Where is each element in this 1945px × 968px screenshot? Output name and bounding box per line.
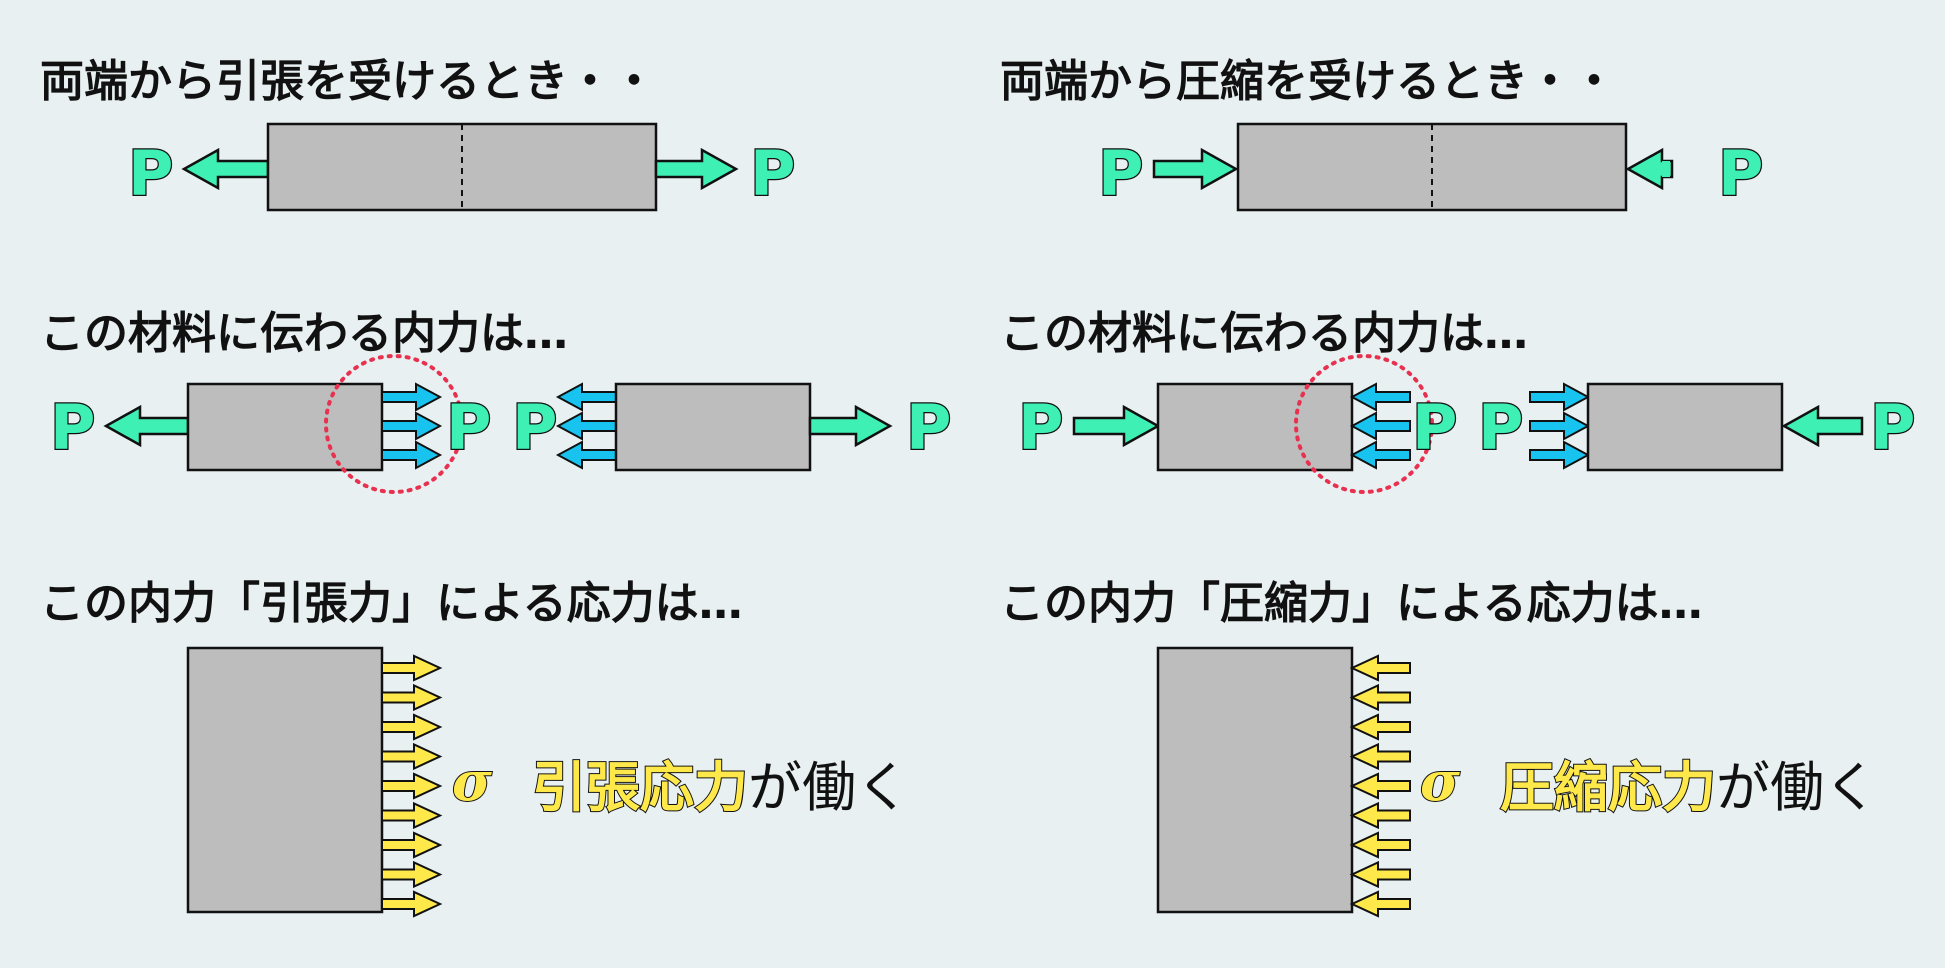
internal-arrow	[1349, 382, 1411, 412]
tension-stress-heading: この内力「引張力」による応力は…	[40, 578, 743, 629]
load-label-right: P	[906, 391, 951, 464]
tension-cut-row: P P P P	[49, 354, 953, 494]
stress-type-highlight: 圧縮応力	[1500, 756, 1716, 819]
internal-force-arrows-left-piece	[1349, 382, 1411, 470]
load-arrow-left	[181, 147, 270, 191]
internal-arrow	[1349, 411, 1411, 441]
stress-arrow	[381, 801, 443, 830]
highlight-circle	[1294, 354, 1434, 494]
internal-arrow	[1349, 440, 1411, 470]
internal-arrow	[1529, 440, 1591, 470]
stress-arrow	[381, 713, 443, 741]
tension-internal-heading: この材料に伝わる内力は…	[40, 308, 568, 359]
stress-arrow	[381, 890, 443, 918]
stress-arrow	[1349, 772, 1411, 800]
load-arrow-right	[1781, 404, 1864, 448]
load-arrow-right	[808, 404, 893, 448]
stress-arrow	[381, 772, 443, 800]
load-label-right: P	[1870, 391, 1915, 464]
internal-load-label: P	[1412, 391, 1457, 464]
internal-load-label: P	[512, 391, 557, 464]
stress-arrows	[1349, 654, 1411, 918]
stress-type-highlight: 引張応力	[532, 756, 748, 819]
stress-arrow	[381, 654, 443, 682]
load-label-right: P	[1718, 137, 1763, 210]
internal-arrow	[381, 440, 443, 470]
internal-arrow	[381, 411, 443, 441]
stress-block	[186, 646, 384, 914]
stress-caption-rest: が働く	[1716, 756, 1878, 819]
stress-arrow	[381, 831, 443, 859]
internal-force-arrows-right-piece	[555, 382, 617, 470]
stress-arrow	[1349, 831, 1411, 859]
internal-load-label: P	[1478, 391, 1523, 464]
compression-stress-heading: この内力「圧縮力」による応力は…	[1000, 578, 1703, 629]
load-label-left: P	[50, 391, 95, 464]
stress-block	[1156, 646, 1354, 914]
stress-arrow	[1349, 860, 1411, 889]
compression-stress-row: σ 圧縮応力が働く	[1156, 646, 1878, 918]
internal-arrow	[555, 382, 617, 412]
internal-arrow	[1529, 382, 1591, 412]
load-arrow-left	[103, 404, 190, 448]
compression-cut-row: P P P P	[1017, 354, 1917, 494]
stress-caption: 圧縮応力が働く	[1500, 756, 1878, 819]
load-label-left: P	[1018, 391, 1063, 464]
stress-arrow	[1349, 654, 1411, 682]
load-arrow-left	[1072, 404, 1161, 448]
right-piece	[614, 382, 812, 472]
stress-arrow	[1349, 683, 1411, 712]
load-arrow-right	[1625, 147, 1674, 191]
internal-load-label: P	[446, 391, 491, 464]
left-piece	[1156, 382, 1354, 472]
stress-caption-rest: が働く	[748, 756, 910, 819]
compression-panel: 両端から圧縮を受けるとき・・ P P この材料に伝わる内力は… P P P	[1000, 56, 1917, 918]
load-label-left: P	[128, 137, 173, 210]
tension-case-heading: 両端から引張を受けるとき・・	[40, 56, 656, 107]
stress-arrow	[1349, 890, 1411, 918]
stress-arrows	[381, 654, 443, 918]
left-piece	[186, 382, 384, 472]
internal-arrow	[555, 440, 617, 470]
stress-arrow	[381, 683, 443, 712]
tension-whole-bar-row: P P	[127, 122, 797, 212]
stress-arrow	[1349, 713, 1411, 741]
tension-stress-row: σ 引張応力が働く	[186, 646, 910, 918]
internal-arrow	[1529, 411, 1591, 441]
stress-arrow	[1349, 801, 1411, 830]
stress-arrow	[1349, 742, 1411, 771]
stress-arrow	[381, 742, 443, 771]
compression-whole-bar-row: P P	[1097, 122, 1765, 212]
load-arrow-right-shaft	[1662, 161, 1670, 177]
right-piece	[1586, 382, 1784, 472]
internal-force-arrows-left-piece	[381, 382, 443, 470]
load-label-left: P	[1098, 137, 1143, 210]
stress-caption: 引張応力が働く	[532, 756, 910, 819]
tension-panel: 両端から引張を受けるとき・・ P P この材料に伝わる内力は… P P P	[40, 56, 953, 918]
load-arrow-right	[654, 147, 739, 191]
highlight-circle	[324, 354, 464, 494]
sigma-symbol: σ	[1420, 749, 1460, 813]
internal-force-arrows-right-piece	[1529, 382, 1591, 470]
internal-arrow	[555, 411, 617, 441]
load-label-right: P	[750, 137, 795, 210]
sigma-symbol: σ	[452, 749, 492, 813]
stress-arrow	[381, 860, 443, 889]
internal-arrow	[381, 382, 443, 412]
compression-internal-heading: この材料に伝わる内力は…	[1000, 308, 1528, 359]
compression-case-heading: 両端から圧縮を受けるとき・・	[1000, 56, 1616, 107]
load-arrow-left	[1152, 147, 1239, 191]
